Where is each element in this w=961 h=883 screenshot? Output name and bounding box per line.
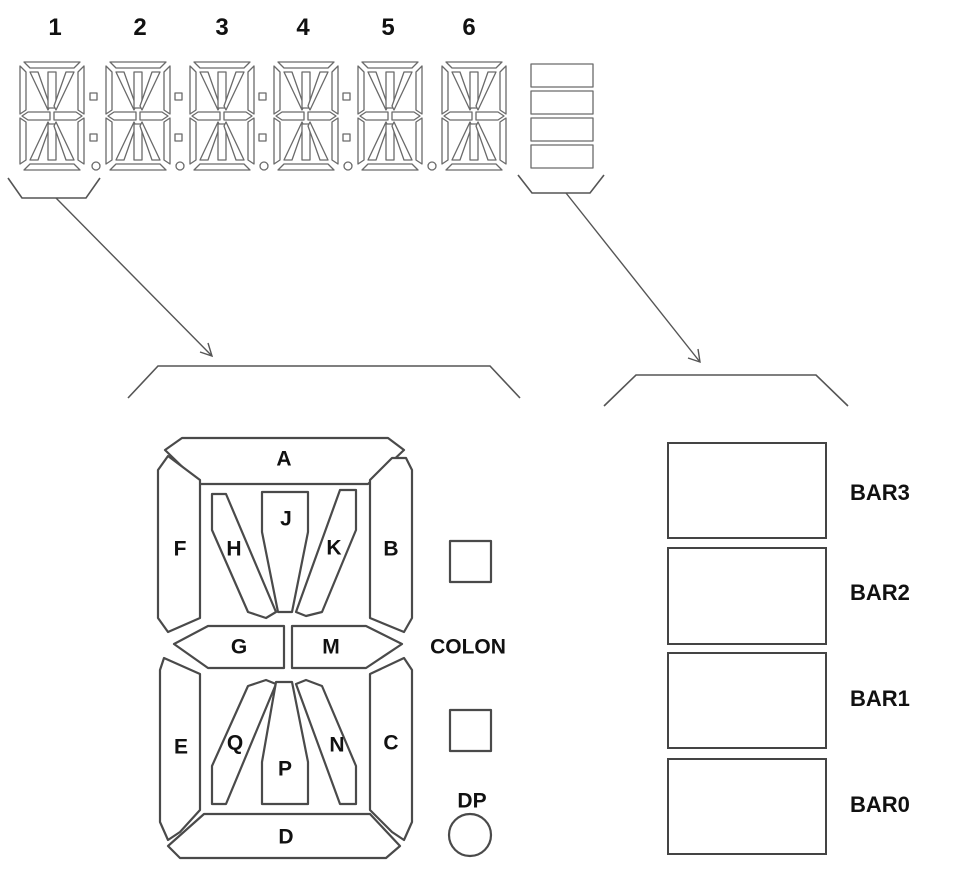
segment-label-h: H bbox=[226, 538, 241, 561]
large-bar-stack bbox=[667, 442, 827, 855]
mini-colon-1-bottom bbox=[89, 133, 98, 142]
segment-k bbox=[294, 488, 358, 618]
segment-h bbox=[210, 492, 278, 620]
mini-digit-2 bbox=[105, 61, 171, 171]
bar-1-segment bbox=[667, 652, 827, 749]
dp-segment bbox=[447, 812, 493, 858]
mini-digit-4 bbox=[273, 61, 339, 171]
bar-bracket-small bbox=[517, 174, 605, 194]
segment-label-j: J bbox=[280, 508, 292, 531]
segment-label-e: E bbox=[174, 736, 188, 759]
segment-f bbox=[156, 454, 202, 634]
segment-label-f: F bbox=[174, 538, 187, 561]
mini-digit-1 bbox=[19, 61, 85, 171]
bar-arrow bbox=[565, 192, 701, 364]
mini-colon-4-top bbox=[342, 92, 351, 101]
segment-j bbox=[260, 490, 310, 614]
bar-2-label: BAR2 bbox=[850, 580, 910, 605]
colon-bottom-segment bbox=[448, 708, 493, 753]
digit-number-6: 6 bbox=[462, 14, 475, 41]
mini-dp-2 bbox=[175, 161, 185, 171]
colon-label: COLON bbox=[430, 636, 506, 659]
segment-label-d: D bbox=[278, 826, 293, 849]
bar-3-segment bbox=[667, 442, 827, 539]
mini-bar-0 bbox=[530, 144, 594, 169]
digit-bracket-small bbox=[7, 177, 101, 199]
segment-g bbox=[172, 624, 286, 670]
mini-digit-row bbox=[19, 61, 507, 171]
mini-colon-2-bottom bbox=[174, 133, 183, 142]
segment-e bbox=[158, 656, 202, 842]
bar-3-label: BAR3 bbox=[850, 480, 910, 505]
mini-bar-3 bbox=[530, 63, 594, 88]
dp-label: DP bbox=[457, 790, 486, 813]
large-digit bbox=[156, 436, 414, 860]
segment-n bbox=[294, 678, 358, 806]
mini-dp-5 bbox=[427, 161, 437, 171]
mini-bar-2 bbox=[530, 90, 594, 115]
digit-number-5: 5 bbox=[381, 14, 394, 41]
segment-label-k: K bbox=[326, 537, 341, 560]
bar-0-label: BAR0 bbox=[850, 792, 910, 817]
digit-number-1: 1 bbox=[48, 14, 61, 41]
mini-colon-1-top bbox=[89, 92, 98, 101]
bar-0-segment bbox=[667, 758, 827, 855]
segment-p bbox=[260, 680, 310, 806]
mini-dp-1 bbox=[91, 161, 101, 171]
segment-d bbox=[166, 812, 402, 860]
segment-b bbox=[368, 456, 414, 634]
mini-colon-3-top bbox=[258, 92, 267, 101]
mini-colon-2-top bbox=[174, 92, 183, 101]
segment-label-p: P bbox=[278, 758, 292, 781]
bar-1-label: BAR1 bbox=[850, 686, 910, 711]
mini-colon-3-bottom bbox=[258, 133, 267, 142]
mini-dp-3 bbox=[259, 161, 269, 171]
segment-label-m: M bbox=[322, 636, 340, 659]
mini-colon-4-bottom bbox=[342, 133, 351, 142]
bar-2-segment bbox=[667, 547, 827, 645]
mini-bar-stack bbox=[530, 63, 594, 169]
segment-label-g: G bbox=[231, 636, 247, 659]
segment-a bbox=[163, 436, 406, 486]
mini-digit-5 bbox=[357, 61, 423, 171]
segment-label-b: B bbox=[383, 538, 398, 561]
digit-number-3: 3 bbox=[215, 14, 228, 41]
segment-label-c: C bbox=[383, 732, 398, 755]
segment-m bbox=[290, 624, 404, 670]
mini-digit-3 bbox=[189, 61, 255, 171]
mini-digit-6 bbox=[441, 61, 507, 171]
digit-number-4: 4 bbox=[296, 14, 310, 41]
segment-label-q: Q bbox=[227, 732, 243, 755]
digit-arrow bbox=[55, 197, 214, 358]
mini-bar-1 bbox=[530, 117, 594, 142]
segment-label-a: A bbox=[276, 448, 291, 471]
colon-top-segment bbox=[448, 539, 493, 584]
bar-bracket-large bbox=[603, 374, 849, 407]
mini-dp-4 bbox=[343, 161, 353, 171]
digit-number-2: 2 bbox=[133, 14, 146, 41]
digit-bracket-large bbox=[127, 365, 521, 399]
segment-c bbox=[368, 656, 414, 842]
segment-label-n: N bbox=[329, 734, 344, 757]
